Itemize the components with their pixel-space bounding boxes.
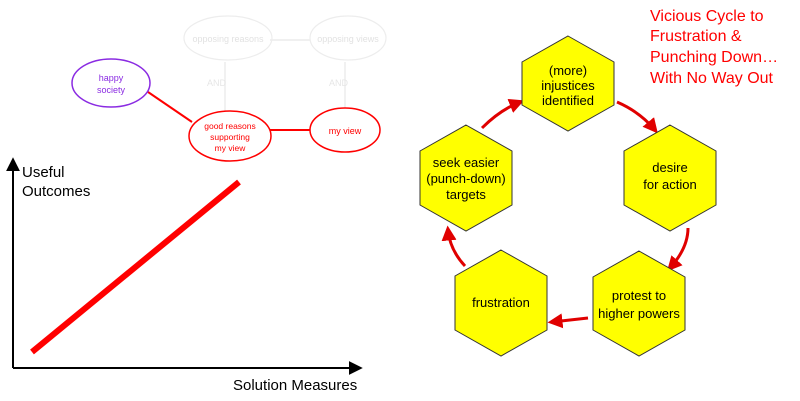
cycle-title-line: With No Way Out — [650, 70, 774, 87]
cycle-title-line: Vicious Cycle to — [650, 8, 764, 25]
cycle-step-protest: protest to higher powers — [592, 250, 686, 357]
step-label-line: for action — [643, 177, 696, 192]
cycle-arrow — [616, 100, 658, 134]
hexagon — [592, 250, 686, 357]
cycle-title-line: Frustration & — [650, 28, 742, 45]
cycle-arrow — [547, 313, 589, 329]
node-label-line: my view — [215, 143, 247, 153]
faded-node-label: opposing views — [317, 34, 379, 44]
cycle-title: Vicious Cycle to Frustration & Punching … — [650, 8, 778, 87]
cycle-arrow — [441, 225, 467, 268]
cycle-step-frustration: frustration — [454, 249, 548, 357]
step-label-line: protest to — [612, 288, 666, 303]
cycle-title-line: Punching Down… — [650, 49, 778, 66]
y-axis-label: Outcomes — [22, 183, 90, 200]
step-label-line: seek easier — [433, 155, 500, 170]
cycle-step-punch-down: seek easier (punch-down) targets — [419, 124, 513, 232]
red-connector — [147, 91, 193, 123]
step-label-line: higher powers — [598, 306, 680, 321]
step-label-line: targets — [446, 187, 486, 202]
step-label-line: (more) — [549, 63, 587, 78]
cycle-step-desire: desire for action — [623, 124, 717, 232]
vicious-cycle: Vicious Cycle to Frustration & Punching … — [419, 8, 778, 357]
node-label-line: supporting — [210, 132, 250, 142]
node-my-view: my view — [309, 107, 381, 153]
node-label-line: happy — [99, 73, 124, 83]
step-label-line: (punch-down) — [426, 171, 506, 186]
cycle-arrow — [480, 98, 525, 130]
faded-node-opposing-views: opposing views — [309, 15, 387, 61]
node-label-line: society — [97, 85, 126, 95]
hexagon — [454, 249, 548, 357]
step-label-line: desire — [652, 160, 687, 175]
node-label-line: good reasons — [204, 121, 256, 131]
step-label-line: identified — [542, 93, 594, 108]
hexagon — [623, 124, 717, 232]
and-label: AND — [329, 78, 349, 88]
hexagon — [419, 124, 513, 232]
hexagon — [521, 35, 615, 132]
x-axis-label: Solution Measures — [233, 377, 357, 394]
and-label: AND — [207, 78, 227, 88]
outcome-trend-line — [30, 179, 241, 355]
cycle-step-injustices: (more) injustices identified — [521, 35, 615, 132]
step-label-line: frustration — [472, 295, 530, 310]
step-label-line: injustices — [541, 78, 595, 93]
faded-node-label: opposing reasons — [192, 34, 264, 44]
faded-node-opposing-reasons: opposing reasons — [183, 15, 273, 61]
cycle-arrow — [666, 227, 690, 272]
node-good-reasons: good reasons supporting my view — [188, 110, 272, 162]
node-happy-society: happy society — [71, 58, 151, 108]
node-label: my view — [329, 126, 362, 136]
y-axis-label: Useful — [22, 164, 65, 181]
outcome-chart: Useful Outcomes Solution Measures — [5, 157, 363, 394]
argument-map: opposing reasons opposing views AND AND … — [71, 15, 387, 162]
